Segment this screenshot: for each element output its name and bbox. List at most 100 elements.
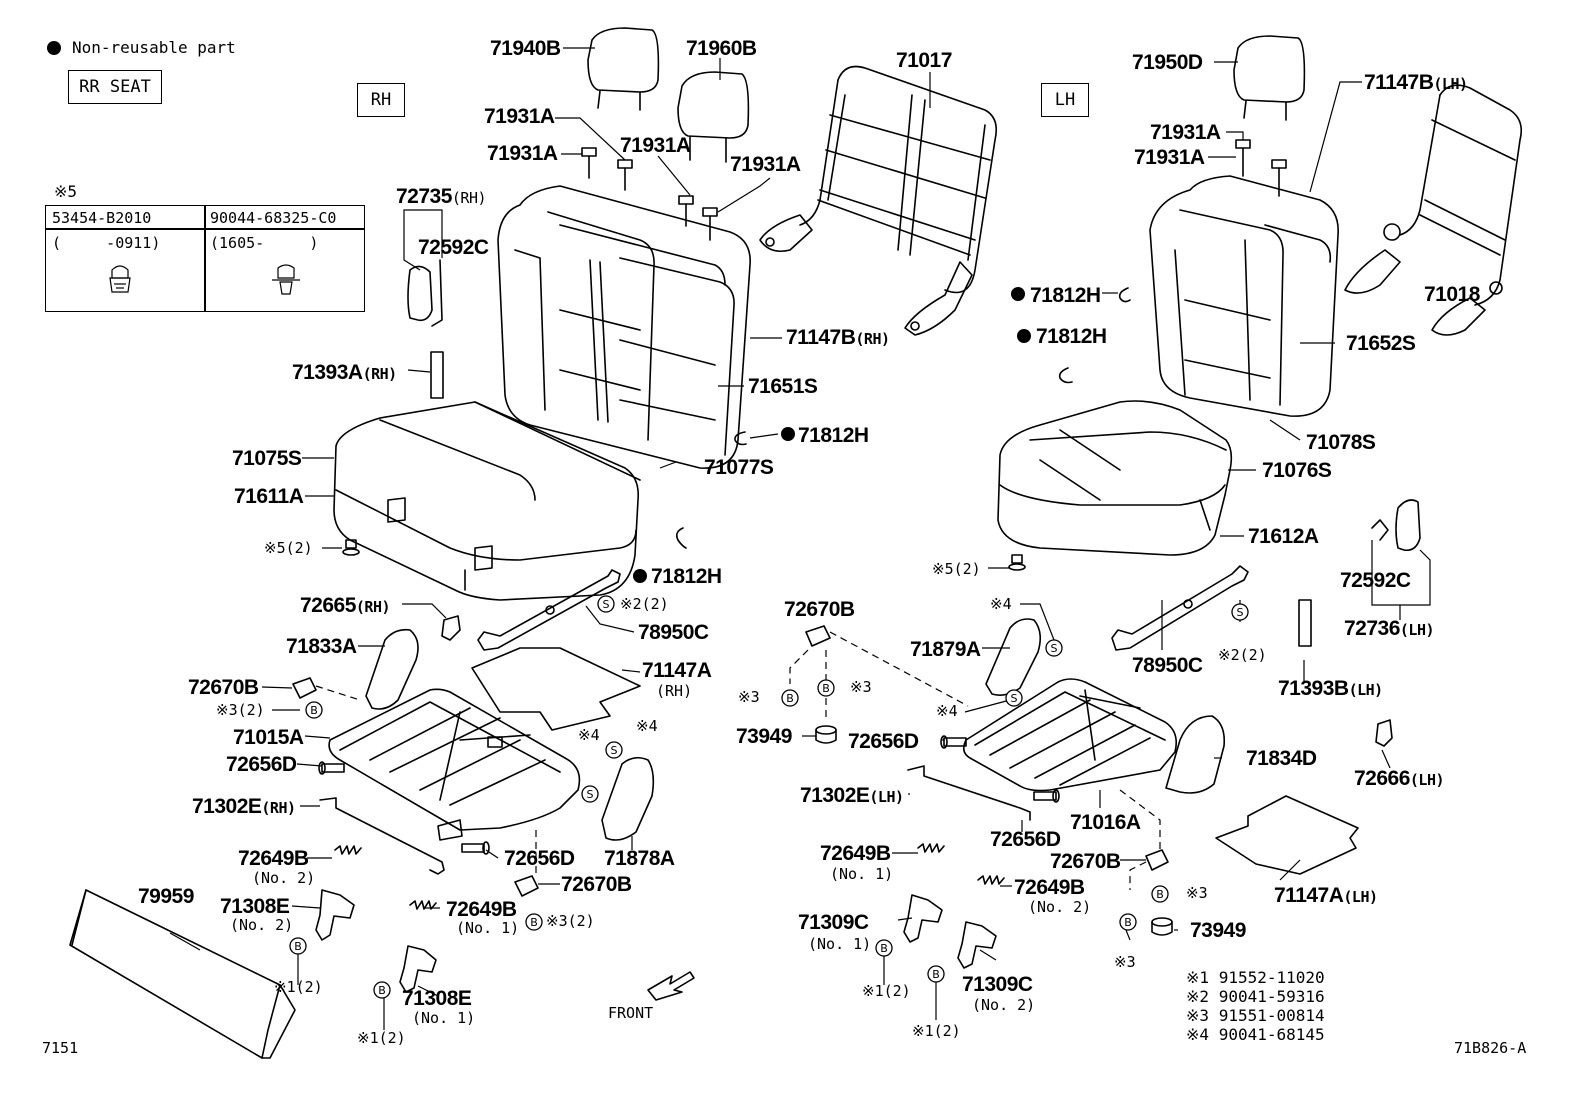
svg-text:B: B bbox=[294, 940, 302, 953]
pad-71147A-lh bbox=[1215, 795, 1359, 875]
label-71147A-rh-side: (RH) bbox=[656, 682, 693, 700]
clip-icon bbox=[676, 527, 687, 549]
table-part-2: 90044-68325-C0 bbox=[210, 209, 337, 227]
bolt-b-icon bbox=[875, 939, 893, 957]
label-72649B-rh: 72649B bbox=[238, 847, 309, 870]
label-72670B-lh2: 72670B bbox=[1050, 850, 1121, 873]
label-3-2-rh: ※3(2) bbox=[216, 701, 265, 719]
label-71960B: 71960B bbox=[686, 37, 757, 60]
front-arrow-icon bbox=[647, 971, 695, 1001]
label-72592C-lh: 72592C bbox=[1340, 569, 1411, 592]
svg-text:B: B bbox=[880, 942, 888, 955]
seat-frame-rh bbox=[328, 688, 581, 841]
bolt-b-icon bbox=[927, 965, 945, 983]
label-72649B-rh2-sub: (No. 1) bbox=[456, 919, 520, 937]
parts-table: 53454-B2010 90044-68325-C0 ( -0911) (160… bbox=[45, 205, 365, 312]
svg-text:S: S bbox=[1011, 692, 1018, 705]
label-3-lh-c: ※3 bbox=[1186, 884, 1208, 902]
svg-text:S: S bbox=[587, 788, 594, 801]
label-72735: 72735(RH) bbox=[396, 185, 487, 208]
bolt-b-icon bbox=[817, 679, 835, 697]
screw-s-icon bbox=[1231, 603, 1249, 621]
label-71308E-a-sub: (No. 2) bbox=[230, 916, 294, 934]
bracket-71393B bbox=[1298, 599, 1312, 647]
label-1-2-lh: ※1(2) bbox=[862, 982, 911, 1000]
svg-text:S: S bbox=[1237, 606, 1244, 619]
rr-seat-tag: RR SEAT bbox=[68, 70, 162, 104]
label-73949-b: 73949 bbox=[1190, 919, 1246, 942]
svg-text:B: B bbox=[1124, 916, 1132, 929]
label-3-lh-b: ※3 bbox=[850, 678, 872, 696]
label-1-2-rh2: ※1(2) bbox=[357, 1029, 406, 1047]
non-reusable-dot-icon bbox=[1011, 287, 1025, 301]
seat-cushion-rh bbox=[333, 401, 641, 601]
label-3-lh-a: ※3 bbox=[738, 688, 760, 706]
label-4-rh-a: ※4 bbox=[578, 726, 600, 744]
rh-tag: RH bbox=[357, 83, 405, 117]
svg-text:S: S bbox=[1051, 642, 1058, 655]
footnote-4: ※4 90041-68145 bbox=[1186, 1025, 1325, 1044]
label-71879A: 71879A bbox=[910, 638, 981, 661]
label-72666: 72666(LH) bbox=[1354, 767, 1445, 790]
label-71308E-b: 71308E bbox=[402, 987, 472, 1010]
cover-71878A bbox=[601, 756, 655, 841]
bracket-72666 bbox=[1375, 719, 1393, 747]
label-72656D-lh: 72656D bbox=[848, 730, 919, 753]
seat-frame-lh bbox=[962, 678, 1178, 792]
non-reusable-dot-icon bbox=[1017, 329, 1031, 343]
pad-71147A-rh bbox=[471, 647, 641, 731]
label-71651S: 71651S bbox=[748, 375, 818, 398]
svg-text:S: S bbox=[603, 598, 610, 611]
label-72670B-lh: 72670B bbox=[784, 598, 855, 621]
label-71931A-4: 71931A bbox=[730, 153, 801, 176]
label-71018: 71018 bbox=[1424, 283, 1480, 306]
label-71878A: 71878A bbox=[604, 847, 675, 870]
screw-s-icon bbox=[1005, 689, 1023, 707]
seat-back-rh bbox=[497, 185, 751, 469]
label-72649B-lh2: 72649B bbox=[1014, 876, 1085, 899]
seat-belt-lh bbox=[1111, 565, 1249, 651]
screw-s-icon bbox=[1045, 639, 1063, 657]
label-72656D-rh2: 72656D bbox=[504, 847, 575, 870]
screw-s-icon bbox=[597, 595, 615, 613]
clip-icon bbox=[1058, 367, 1073, 384]
label-71077S: 71077S bbox=[704, 456, 774, 479]
screw-s-icon bbox=[605, 741, 623, 759]
svg-text:B: B bbox=[530, 916, 538, 929]
label-71015A: 71015A bbox=[233, 726, 304, 749]
label-71308E-a: 71308E bbox=[220, 895, 290, 918]
label-71302E-rh: 71302E(RH) bbox=[192, 795, 296, 818]
footnote-2: ※2 90041-59316 bbox=[1186, 987, 1325, 1006]
table-part-1: 53454-B2010 bbox=[52, 209, 152, 227]
svg-text:B: B bbox=[378, 984, 386, 997]
headrest-rh-left bbox=[587, 27, 660, 111]
label-1-2-rh: ※1(2) bbox=[274, 978, 323, 996]
fastener-icon bbox=[1008, 554, 1026, 571]
label-72656D-rh: 72656D bbox=[226, 753, 297, 776]
label-4-lh-a: ※4 bbox=[990, 595, 1012, 613]
fastener-icon bbox=[342, 539, 360, 556]
label-71812H-lh: 71812H bbox=[1030, 284, 1101, 307]
label-71931A-6: 71931A bbox=[1134, 146, 1205, 169]
clip-icon bbox=[734, 431, 747, 446]
bolt-b-icon bbox=[305, 701, 323, 719]
headrest-lh bbox=[1233, 35, 1306, 121]
bracket-71308E bbox=[315, 889, 997, 993]
trim-cover-72736 bbox=[1371, 499, 1421, 552]
label-71931A-3: 71931A bbox=[620, 134, 691, 157]
label-71309C-a-sub: (No. 1) bbox=[808, 935, 872, 953]
label-71834D: 71834D bbox=[1246, 747, 1317, 770]
label-2-2-lh: ※2(2) bbox=[1218, 646, 1267, 664]
screw-s-icon bbox=[581, 785, 599, 803]
footer-left-code: 7151 bbox=[42, 1039, 79, 1057]
svg-text:B: B bbox=[1156, 888, 1164, 901]
label-71652S: 71652S bbox=[1346, 332, 1416, 355]
label-72649B-rh2: 72649B bbox=[446, 898, 517, 921]
non-reusable-dot-icon bbox=[781, 427, 795, 441]
cover-71834D bbox=[1165, 715, 1226, 794]
bracket-72665 bbox=[441, 615, 461, 641]
lh-tag: LH bbox=[1041, 83, 1089, 117]
label-71147A-rh: 71147A bbox=[642, 659, 712, 682]
label-71812H-lh2: 71812H bbox=[1036, 325, 1107, 348]
